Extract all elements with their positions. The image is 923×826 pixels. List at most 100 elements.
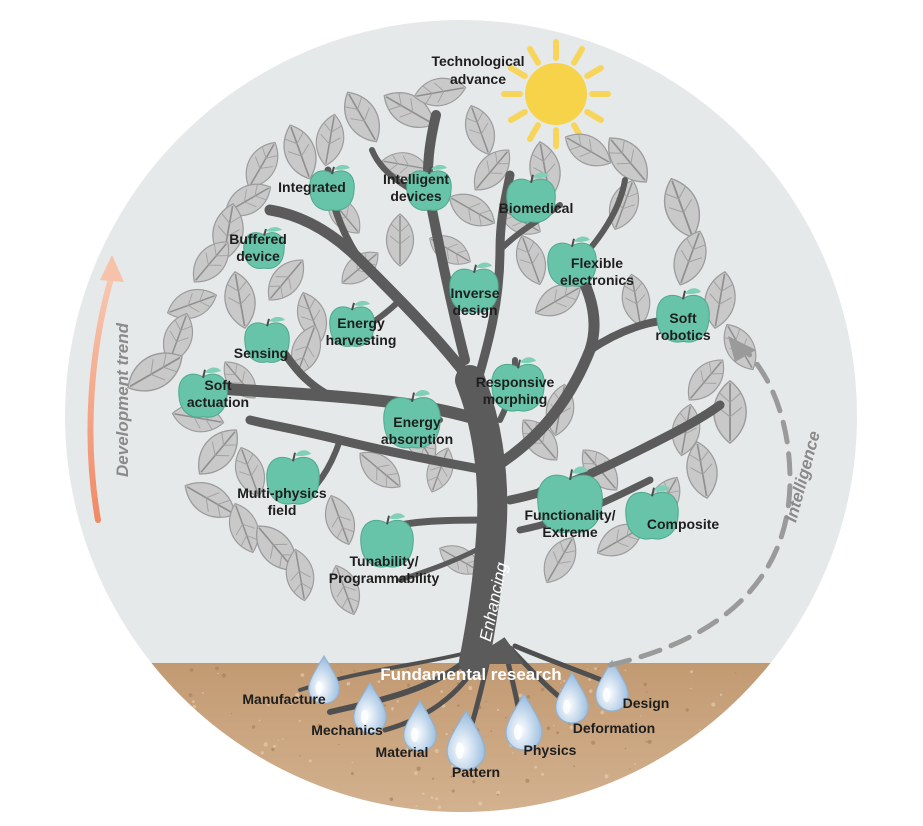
fruit-composite bbox=[625, 485, 679, 540]
app-label-intelligent-devices: Intelligent bbox=[383, 171, 449, 187]
root-label-physics: Physics bbox=[524, 742, 577, 758]
sun-disk bbox=[525, 63, 587, 125]
leaf bbox=[224, 271, 256, 329]
development-trend-arrow bbox=[87, 255, 124, 523]
leaf bbox=[285, 548, 315, 602]
intelligence-arrow bbox=[607, 336, 793, 668]
app-label-buffered-device: Buffered bbox=[229, 231, 287, 247]
fruit-energy-harvesting bbox=[329, 300, 375, 347]
leaf bbox=[192, 241, 230, 283]
leaf bbox=[198, 429, 238, 475]
development-trend-label: Development trend bbox=[113, 322, 132, 477]
leaf bbox=[329, 564, 361, 616]
leaf bbox=[608, 179, 640, 231]
tree-trunk-and-branches bbox=[204, 110, 725, 677]
app-label-tunability-programmability: Programmability bbox=[329, 570, 440, 586]
leaf bbox=[687, 359, 725, 401]
fruit-intelligent-devices bbox=[406, 164, 452, 211]
leaf bbox=[234, 446, 266, 498]
fruit-functionality-extreme bbox=[537, 466, 603, 534]
leaf bbox=[515, 234, 547, 286]
leaf bbox=[228, 502, 260, 554]
app-label-sensing: Sensing bbox=[234, 345, 288, 361]
fruit-buffered-device bbox=[243, 227, 285, 269]
sun-icon bbox=[501, 39, 611, 149]
leaf bbox=[704, 271, 736, 329]
root-label-pattern: Pattern bbox=[452, 764, 500, 780]
app-label-multi-physics-field: field bbox=[268, 502, 297, 518]
app-label-multi-physics-field: Multi-physics bbox=[237, 485, 327, 501]
fruit-soft-robotics bbox=[656, 288, 710, 343]
app-label-soft-actuation: actuation bbox=[187, 394, 249, 410]
app-label-soft-robotics: robotics bbox=[655, 327, 710, 343]
app-label-soft-actuation: Soft bbox=[204, 377, 232, 393]
app-label-tunability-programmability: Tunability/ bbox=[350, 553, 419, 569]
root-label-deformation: Deformation bbox=[573, 720, 655, 736]
app-label-biomedical: Biomedical bbox=[499, 200, 574, 216]
water-droplet bbox=[595, 659, 629, 712]
leaf-layer bbox=[127, 77, 757, 616]
leaf bbox=[245, 141, 279, 189]
sun-ray bbox=[508, 109, 528, 123]
app-label-composite: Composite bbox=[647, 516, 720, 532]
leaf bbox=[283, 124, 317, 180]
fruit-integrated bbox=[309, 164, 355, 211]
root-label-mechanics: Mechanics bbox=[311, 722, 383, 738]
leaf bbox=[127, 352, 183, 392]
water-droplet bbox=[505, 692, 543, 751]
title-line-2: advance bbox=[450, 71, 506, 87]
leaf bbox=[256, 525, 296, 571]
leaf bbox=[324, 494, 356, 546]
fruit-tunability-programmability bbox=[360, 513, 414, 568]
water-droplet bbox=[403, 699, 437, 752]
app-label-responsive-morphing: morphing bbox=[483, 391, 548, 407]
app-label-energy-harvesting: harvesting bbox=[326, 332, 397, 348]
sun-ray bbox=[584, 65, 604, 79]
sun-ray bbox=[584, 109, 604, 123]
leaf bbox=[343, 91, 381, 143]
sun-ray bbox=[527, 46, 541, 66]
fruit-flexible-electronics bbox=[547, 236, 597, 287]
sun-ray bbox=[508, 65, 528, 79]
leaf bbox=[448, 193, 496, 227]
leaf bbox=[713, 379, 747, 445]
fruit-responsive-morphing bbox=[491, 357, 545, 412]
water-droplet bbox=[446, 709, 486, 771]
app-label-functionality-extreme: Functionality/ bbox=[525, 507, 616, 523]
root-label-manufacture: Manufacture bbox=[242, 691, 325, 707]
leaf bbox=[608, 137, 648, 183]
fruit-layer bbox=[178, 164, 710, 568]
leaf bbox=[473, 149, 511, 191]
label-layer: Technological advance Development trend … bbox=[113, 53, 824, 684]
leaf bbox=[166, 288, 218, 320]
app-label-functionality-extreme: Extreme bbox=[542, 524, 597, 540]
leaf bbox=[184, 481, 236, 519]
app-label-energy-absorption: Energy bbox=[393, 414, 441, 430]
app-label-responsive-morphing: Responsive bbox=[476, 374, 555, 390]
app-label-integrated: Integrated bbox=[278, 179, 346, 195]
leaf bbox=[315, 113, 345, 167]
app-label-inverse-design: Inverse bbox=[450, 285, 499, 301]
app-label-soft-robotics: Soft bbox=[669, 310, 697, 326]
fruit-sensing bbox=[244, 316, 290, 363]
fruit-biomedical bbox=[506, 172, 556, 223]
sun-ray bbox=[571, 46, 585, 66]
title-line-1: Technological bbox=[431, 53, 524, 69]
app-label-inverse-design: design bbox=[452, 302, 497, 318]
droplet-layer bbox=[308, 654, 629, 771]
leaf bbox=[543, 536, 577, 584]
leaf bbox=[386, 213, 414, 267]
app-label-energy-absorption: absorption bbox=[381, 431, 453, 447]
leaf bbox=[413, 77, 467, 107]
root-label-material: Material bbox=[376, 744, 429, 760]
fruit-inverse-design bbox=[449, 262, 499, 313]
leaf bbox=[359, 451, 401, 489]
app-label-buffered-device: device bbox=[236, 248, 280, 264]
leaf bbox=[673, 230, 707, 286]
leaf bbox=[267, 259, 305, 301]
leaf bbox=[564, 133, 612, 167]
sun-ray bbox=[527, 122, 541, 142]
water-droplet bbox=[308, 654, 340, 705]
